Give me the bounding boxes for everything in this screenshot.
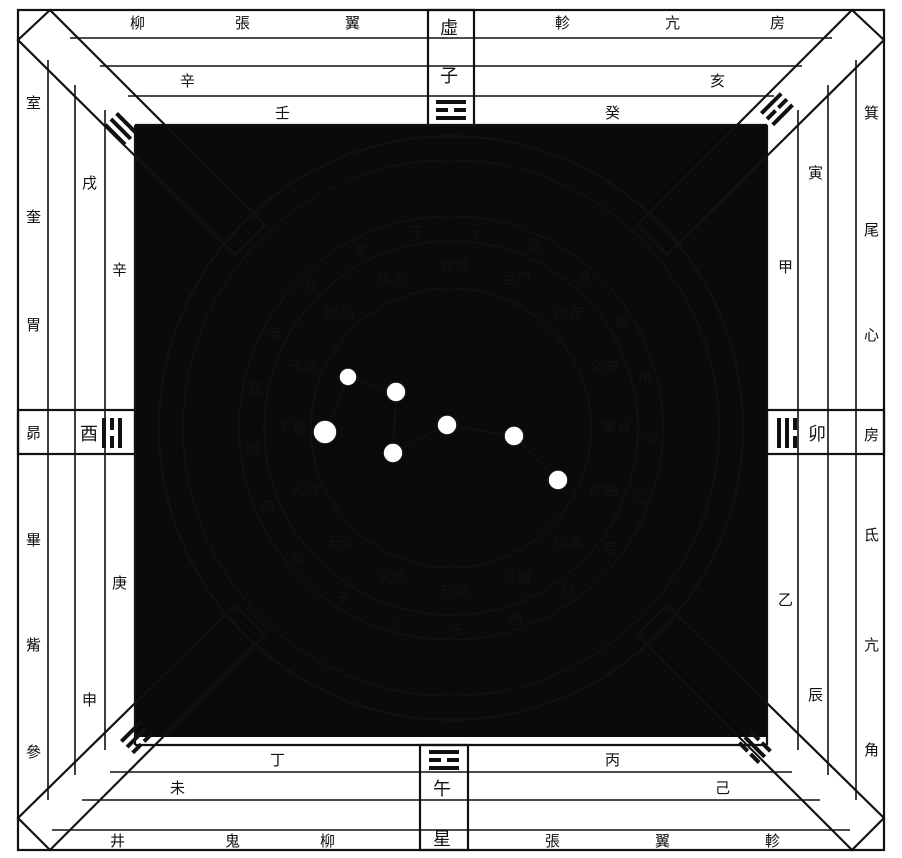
outer-ring-label: 丁 bbox=[390, 613, 405, 631]
left-outer-6: 觜 bbox=[26, 636, 41, 654]
outer-ring-label: 巳 bbox=[561, 582, 576, 600]
bottom-mid-2: 己 bbox=[715, 779, 730, 797]
left-outer-2: 奎 bbox=[26, 208, 41, 226]
bottom-center-bottom: 星 bbox=[433, 829, 451, 850]
right-outer-4: 房 bbox=[864, 426, 879, 444]
dipper-star-7 bbox=[548, 470, 568, 490]
left-mid-4: 申 bbox=[82, 691, 97, 709]
outer-ring-label: 丑 bbox=[576, 270, 591, 288]
inner-ring-label: 玉衡 bbox=[289, 357, 319, 375]
dipper-star-2 bbox=[339, 368, 357, 386]
inner-ring-label: 天權 bbox=[277, 419, 307, 437]
inner-ring-label: 祿存 bbox=[554, 304, 584, 322]
right-mid-1: 寅 bbox=[808, 164, 823, 182]
outer-ring-label: 癸 bbox=[526, 238, 541, 256]
bottom-outer-2: 鬼 bbox=[225, 832, 240, 850]
bottom-outer-4: 張 bbox=[545, 832, 560, 850]
inner-ring-label: 右弼 bbox=[439, 581, 469, 599]
left-outer-1: 室 bbox=[26, 94, 41, 112]
dipper-star-4 bbox=[383, 443, 403, 463]
left-outer-3: 胃 bbox=[26, 316, 41, 334]
inner-ring-label: 廉貞 bbox=[601, 419, 631, 437]
outer-ring-label: 午 bbox=[449, 620, 464, 638]
right-outer-3: 心 bbox=[864, 326, 879, 344]
left-center-label: 酉 bbox=[80, 424, 98, 445]
trigram-nw-icon bbox=[104, 112, 138, 146]
top-outer-1: 柳 bbox=[130, 14, 145, 32]
inner-ring-label: 搖光 bbox=[377, 269, 407, 287]
trigram-east-icon bbox=[777, 418, 797, 448]
inner-ring-label: 天樞 bbox=[377, 569, 407, 587]
bottom-inner-1: 丁 bbox=[270, 751, 285, 769]
inner-ring-label: 左輔 bbox=[501, 569, 531, 587]
inner-ring-label: 巨門 bbox=[501, 269, 531, 287]
top-center-top: 虛 bbox=[440, 18, 458, 39]
top-inner-left: 壬 bbox=[275, 104, 290, 122]
left-mid-2: 辛 bbox=[112, 261, 127, 279]
bottom-center-label: 午 bbox=[433, 779, 451, 800]
right-outer-2: 尾 bbox=[864, 221, 879, 239]
top-outer-4: 軫 bbox=[555, 14, 570, 32]
left-outer-7: 參 bbox=[26, 743, 41, 761]
outer-ring-label: 酉 bbox=[248, 380, 263, 398]
right-outer-6: 亢 bbox=[864, 636, 879, 654]
outer-ring-label: 乙 bbox=[632, 488, 647, 506]
top-outer-3: 翼 bbox=[345, 14, 360, 32]
bottom-inner-2: 丙 bbox=[605, 751, 620, 769]
left-outer-4: 昴 bbox=[26, 424, 41, 442]
dipper-star-6 bbox=[504, 426, 524, 446]
outer-ring-label: 未 bbox=[336, 588, 351, 606]
right-mid-4: 辰 bbox=[808, 686, 823, 704]
left-mid-1: 戌 bbox=[82, 174, 97, 192]
outer-ring-label: 子 bbox=[469, 222, 484, 240]
inner-ring-label: 武曲 bbox=[589, 481, 619, 499]
right-outer-1: 箕 bbox=[864, 104, 879, 122]
bottom-mid-1: 未 bbox=[170, 779, 185, 797]
left-outer-5: 畢 bbox=[26, 531, 41, 549]
inner-ring-label: 貪狼 bbox=[439, 257, 469, 275]
trigram-west-icon bbox=[102, 418, 122, 448]
bottom-outer-5: 翼 bbox=[655, 832, 670, 850]
inner-ring-label: 天璇 bbox=[324, 534, 354, 552]
outer-ring-label: 戌 bbox=[291, 549, 306, 567]
right-mid-3: 乙 bbox=[778, 591, 793, 609]
outer-ring-label: 壬 bbox=[409, 223, 424, 241]
top-mid-right-1: 亥 bbox=[710, 72, 725, 90]
bottom-outer-3: 柳 bbox=[320, 832, 335, 850]
outer-ring-label: 辛 bbox=[268, 324, 283, 342]
inner-ring-label: 破軍 bbox=[554, 534, 584, 552]
right-outer-7: 角 bbox=[864, 741, 879, 759]
dipper-star-1 bbox=[313, 420, 337, 444]
outer-ring-label: 寅 bbox=[615, 316, 630, 334]
inner-ring-label: 天璣 bbox=[289, 481, 319, 499]
inner-ring-label: 開陽 bbox=[324, 304, 354, 322]
outer-ring-label: 丙 bbox=[508, 610, 523, 628]
right-mid-2: 甲 bbox=[778, 258, 793, 276]
dipper-star-3 bbox=[386, 382, 406, 402]
top-center-label: 子 bbox=[440, 66, 458, 87]
left-mid-3: 庚 bbox=[112, 574, 127, 592]
outer-ring-label: 申 bbox=[260, 498, 275, 516]
outer-ring-label: 戌 bbox=[304, 277, 319, 295]
trigram-south-icon bbox=[429, 750, 459, 770]
top-outer-6: 房 bbox=[770, 14, 785, 32]
top-outer-5: 亢 bbox=[665, 14, 680, 32]
outer-ring-label: 庚 bbox=[245, 440, 260, 458]
outer-ring-label: 亥 bbox=[353, 242, 368, 260]
right-outer-5: 氐 bbox=[864, 526, 879, 544]
bottom-outer-1: 井 bbox=[110, 832, 125, 850]
outer-ring-label: 卯 bbox=[644, 430, 659, 448]
inner-ring-label: 文曲 bbox=[589, 357, 619, 375]
top-mid-left: 辛 bbox=[180, 72, 195, 90]
outer-ring-label: 辰 bbox=[603, 541, 618, 559]
top-inner-right: 癸 bbox=[605, 104, 620, 122]
dipper-star-5 bbox=[437, 415, 457, 435]
bottom-outer-6: 軫 bbox=[765, 832, 780, 850]
trigram-north-icon bbox=[436, 100, 466, 120]
outer-ring-label: 甲 bbox=[638, 371, 653, 389]
right-center-label: 卯 bbox=[808, 424, 826, 445]
top-outer-2: 張 bbox=[235, 14, 250, 32]
